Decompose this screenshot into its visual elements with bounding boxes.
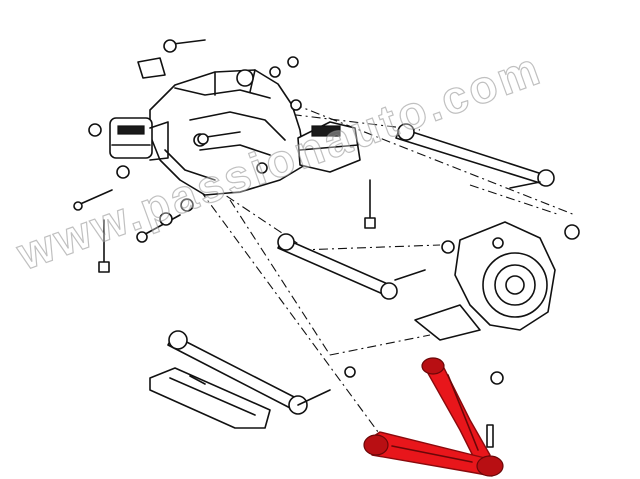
- middle-link-arm: [277, 233, 426, 300]
- left-bushing-mount: [109, 117, 169, 161]
- lower-control-arm[interactable]: [363, 357, 504, 477]
- upper-link-arm: [395, 123, 555, 189]
- hub-carrier: [414, 221, 556, 341]
- right-diff-mount: [297, 121, 361, 173]
- cover-plate: [149, 367, 271, 429]
- bolts: [73, 131, 580, 385]
- lower-trailing-arm: [167, 330, 331, 415]
- subframe: [149, 69, 306, 196]
- top-mount-bracket: [88, 39, 302, 179]
